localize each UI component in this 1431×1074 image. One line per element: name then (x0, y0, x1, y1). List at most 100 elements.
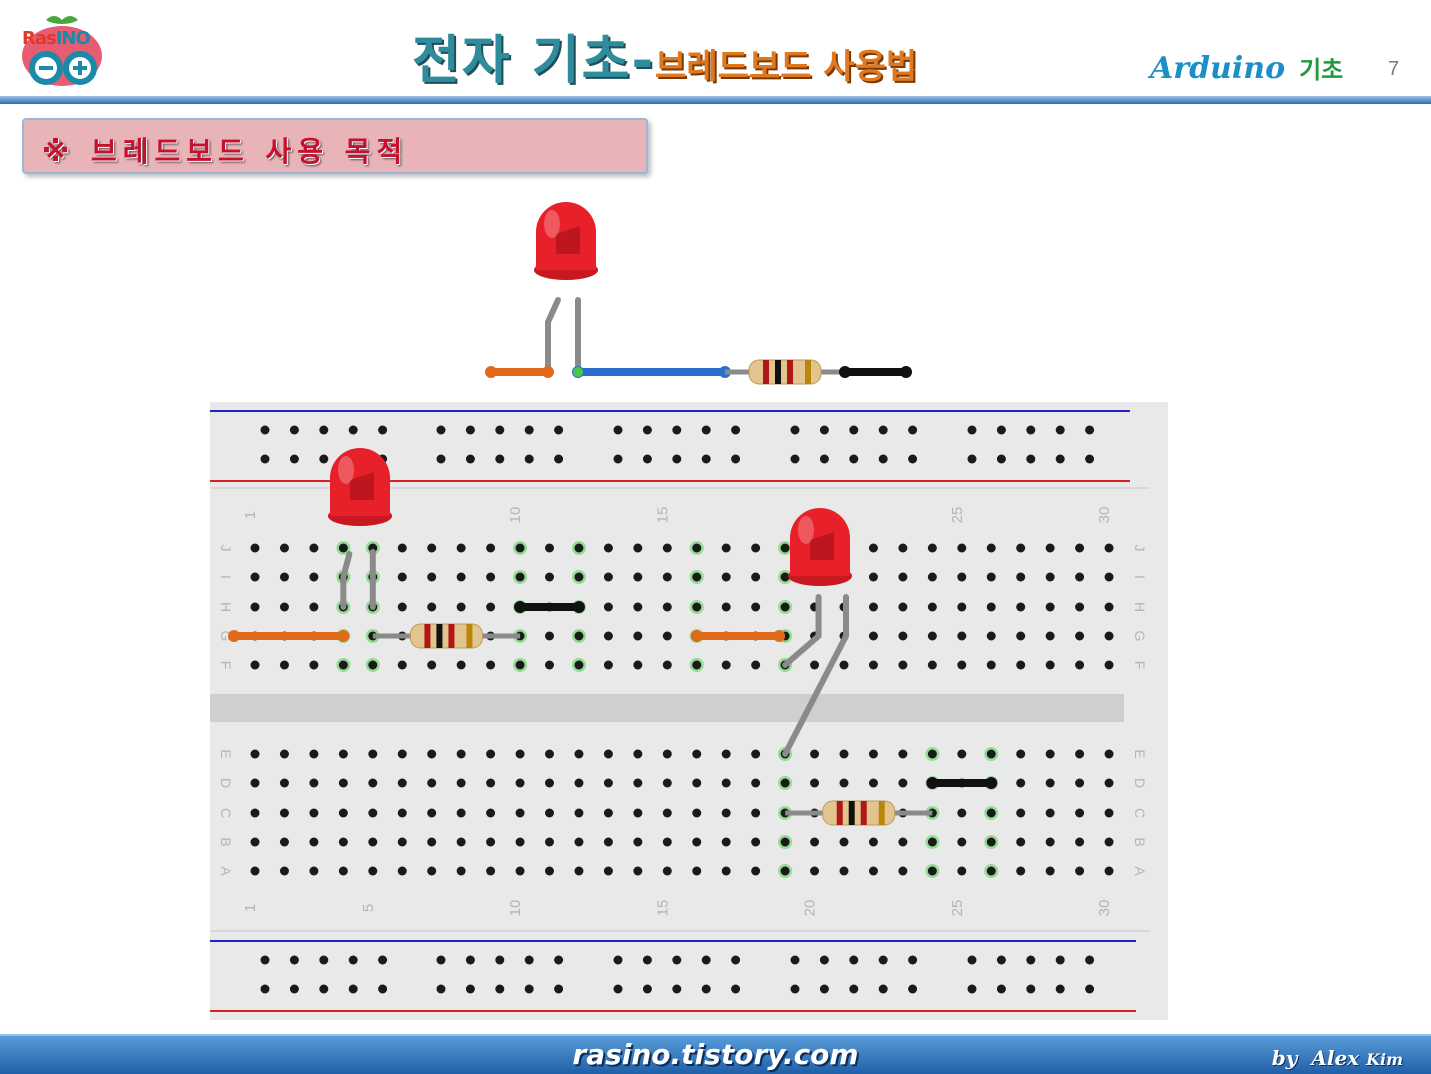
hole (250, 572, 260, 582)
column-label-bottom: 1 (242, 904, 259, 912)
hole (309, 572, 319, 582)
hole (545, 749, 554, 759)
hole (868, 837, 878, 847)
floating-orange-wire-end (542, 366, 554, 378)
hole (397, 866, 407, 876)
row-label: C (218, 808, 234, 818)
hole (986, 749, 996, 759)
rail-hole (1026, 984, 1036, 994)
hole (633, 866, 643, 876)
hole (486, 602, 496, 612)
rail-hole (260, 955, 270, 965)
hole (662, 543, 672, 553)
rail-hole (348, 955, 358, 965)
hole (1045, 572, 1055, 582)
rail-hole (554, 454, 564, 464)
hole (603, 631, 613, 641)
hole (309, 602, 319, 612)
hole (692, 866, 702, 876)
hole (662, 778, 672, 788)
hole (397, 660, 407, 670)
rail-hole (996, 425, 1006, 435)
rail-hole (554, 955, 564, 965)
hole (456, 572, 466, 582)
hole (692, 749, 702, 759)
hole (486, 866, 496, 876)
hole (515, 837, 525, 847)
rail-hole (967, 425, 977, 435)
rail-hole (996, 454, 1006, 464)
hole (397, 808, 407, 818)
rail-hole (908, 454, 918, 464)
rail-hole (790, 984, 800, 994)
hole (1075, 660, 1085, 670)
rail-hole (554, 425, 564, 435)
hole (427, 660, 437, 670)
rail-hole (878, 984, 888, 994)
hole (397, 602, 407, 612)
hole (309, 778, 319, 788)
hole (927, 749, 937, 759)
hole (1045, 866, 1055, 876)
hole (515, 543, 525, 553)
hole (1104, 866, 1114, 876)
hole (868, 602, 878, 612)
header-divider (0, 96, 1431, 104)
hole (780, 543, 790, 553)
hole (279, 749, 289, 759)
hole (545, 808, 554, 818)
hole (603, 749, 613, 759)
rail-hole (1055, 984, 1065, 994)
rail-hole (819, 955, 829, 965)
hole (515, 572, 525, 582)
hole (456, 866, 466, 876)
rail-hole (731, 955, 741, 965)
column-label-bottom: 30 (1096, 900, 1113, 917)
rail-hole (1085, 984, 1095, 994)
rail-hole (319, 454, 329, 464)
title-main: 전자 기초- (412, 31, 656, 91)
hole (309, 749, 319, 759)
hole (338, 660, 348, 670)
hole (839, 866, 849, 876)
row-label: H (218, 602, 234, 612)
resistor-2-band (860, 801, 867, 825)
hole (927, 572, 937, 582)
row-label: J (218, 545, 234, 552)
section-heading: ※ 브레드보드 사용 목적 (42, 135, 409, 168)
hole (751, 572, 761, 582)
hole (279, 778, 289, 788)
hole (810, 778, 820, 788)
hole (250, 749, 260, 759)
rail-hole (701, 425, 711, 435)
center-channel (210, 694, 1124, 722)
section-heading-box: ※ 브레드보드 사용 목적 (22, 118, 648, 174)
rail-hole (436, 955, 446, 965)
hole (810, 749, 820, 759)
wire-black-1-end (514, 601, 527, 613)
hole (1075, 572, 1085, 582)
rail-hole (819, 425, 829, 435)
column-label-top: 30 (1096, 507, 1113, 524)
hole (751, 749, 761, 759)
hole (1104, 837, 1114, 847)
rail-hole (642, 955, 652, 965)
floating-resistor-band (775, 360, 781, 384)
hole (927, 660, 937, 670)
rail-hole (642, 454, 652, 464)
hole (486, 837, 496, 847)
hole (486, 749, 496, 759)
hole (427, 749, 437, 759)
wire-black-2-end (926, 777, 939, 789)
rail-hole (996, 955, 1006, 965)
hole (309, 543, 319, 553)
hole (279, 808, 289, 818)
rail-hole (1055, 454, 1065, 464)
hole (810, 866, 820, 876)
hole (898, 572, 908, 582)
row-label: I (218, 575, 234, 579)
page-number: 7 (1388, 58, 1400, 80)
hole (603, 808, 613, 818)
rail-hole (465, 984, 475, 994)
floating-orange-wire-end (485, 366, 497, 378)
